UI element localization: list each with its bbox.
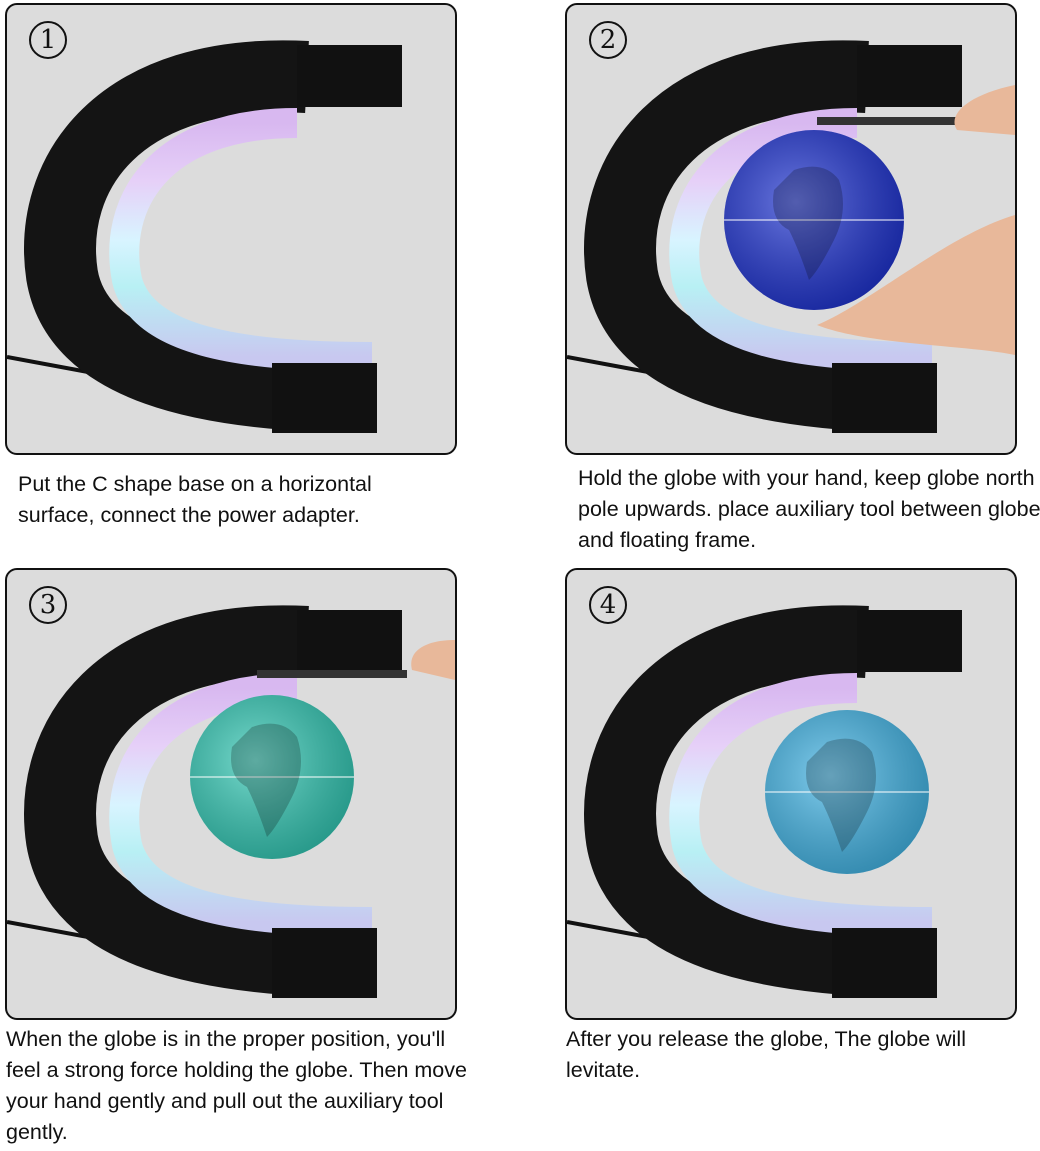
- top-magnet-block: [857, 45, 962, 107]
- levitation-lamp-illustration: [567, 40, 1015, 433]
- base-block: [832, 363, 937, 433]
- africa-continent: [231, 723, 301, 837]
- step-1-image: 1: [5, 3, 457, 455]
- step-number: 3: [29, 586, 67, 624]
- africa-continent: [806, 738, 876, 852]
- step-4-image: 4: [565, 568, 1017, 1020]
- led-light-band: [669, 108, 933, 372]
- c-frame: [584, 40, 933, 433]
- base-block: [272, 928, 377, 998]
- step-1-caption: Put the C shape base on a horizontal sur…: [18, 472, 372, 527]
- c-frame: [584, 605, 933, 998]
- step-number: 2: [589, 21, 627, 59]
- auxiliary-tool: [257, 670, 407, 678]
- step-number: 4: [589, 586, 627, 624]
- step-number: 1: [29, 21, 67, 59]
- hand: [411, 640, 455, 680]
- led-light-band: [109, 673, 373, 937]
- step-4-caption: After you release the globe, The globe w…: [566, 1027, 966, 1082]
- auxiliary-tool: [817, 117, 957, 125]
- step-3-caption: When the globe is in the proper position…: [6, 1027, 467, 1144]
- top-magnet-block: [297, 610, 402, 672]
- c-frame: [24, 40, 373, 433]
- step-2-image: 2: [565, 3, 1017, 455]
- levitation-lamp-illustration: [567, 605, 962, 998]
- base-block: [832, 928, 937, 998]
- step-2-caption: Hold the globe with your hand, keep glob…: [578, 466, 1040, 552]
- led-light-band: [109, 108, 373, 372]
- levitation-lamp-illustration: [7, 605, 455, 998]
- led-light-band: [669, 673, 933, 937]
- africa-continent: [773, 166, 843, 280]
- c-frame: [24, 605, 373, 998]
- levitation-lamp-illustration: [7, 40, 402, 433]
- hand: [817, 85, 1015, 355]
- base-block: [272, 363, 377, 433]
- top-magnet-block: [857, 610, 962, 672]
- top-magnet-block: [297, 45, 402, 107]
- step-3-image: 3: [5, 568, 457, 1020]
